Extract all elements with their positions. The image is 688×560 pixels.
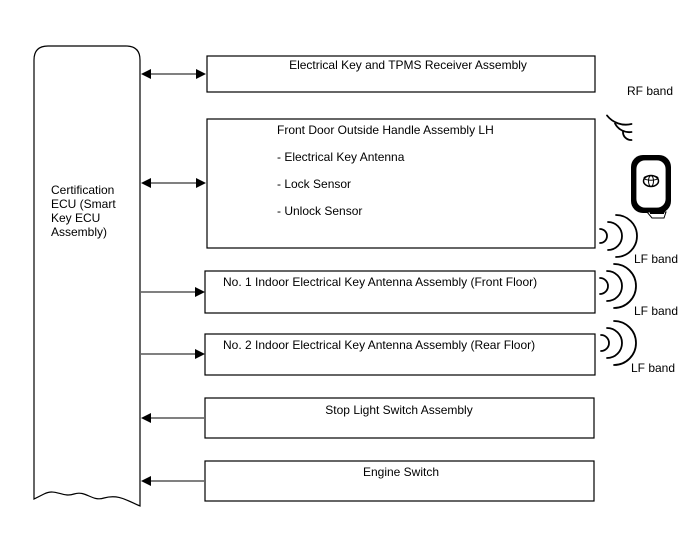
lf-band-label-3: LF band [631,361,675,375]
engine-switch-box [204,460,595,502]
receiver-box [206,55,596,93]
rf-waves-icon [606,114,633,141]
front-floor-antenna-box [204,270,596,314]
door-handle-item-2: - Lock Sensor [277,177,351,191]
lf-waves-icon-1 [599,214,638,258]
rear-floor-antenna-label: No. 2 Indoor Electrical Key Antenna Asse… [223,338,535,352]
stop-light-switch-box [204,397,595,439]
ecu-block [33,45,141,507]
engine-switch-label: Engine Switch [363,465,439,479]
stop-light-switch-label: Stop Light Switch Assembly [325,403,472,417]
key-fob-icon [631,155,671,219]
ecu-label-line-4: Assembly) [51,225,107,239]
door-handle-box [206,118,596,249]
lf-band-label-2: LF band [634,304,678,318]
door-handle-item-1: - Electrical Key Antenna [277,150,405,164]
door-handle-item-3: - Unlock Sensor [277,204,362,218]
rear-floor-antenna-box [204,333,596,376]
front-floor-antenna-label: No. 1 Indoor Electrical Key Antenna Asse… [223,275,537,289]
ecu-label-line-3: Key ECU [51,211,100,225]
ecu-label-line-2: ECU (Smart [51,197,116,211]
door-handle-title: Front Door Outside Handle Assembly LH [277,123,494,137]
lf-waves-icon-2 [599,263,637,309]
lf-band-label-1: LF band [634,252,678,266]
lf-waves-icon-3 [600,320,637,366]
rf-band-label: RF band [627,84,673,98]
receiver-label: Electrical Key and TPMS Receiver Assembl… [289,58,527,72]
ecu-label-line-1: Certification [51,183,114,197]
